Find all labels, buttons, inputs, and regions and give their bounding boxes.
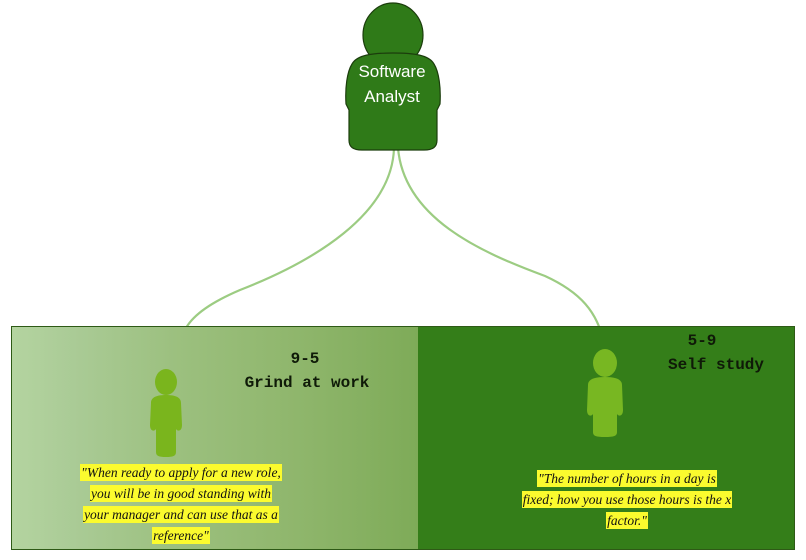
connector-to-grind bbox=[185, 147, 396, 329]
work-title-heading: Grind at work bbox=[244, 374, 370, 392]
work-quote-line: you will be in good standing with bbox=[89, 485, 272, 502]
work-quote: "When ready to apply for a new role, you… bbox=[50, 462, 312, 546]
self-study-quote-line: factor." bbox=[606, 512, 648, 529]
self-study-quote: "The number of hours in a day is fixed; … bbox=[494, 468, 760, 531]
self-study-quote-line: "The number of hours in a day is bbox=[537, 470, 717, 487]
self-study-quote-line: fixed; how you use those hours is the x bbox=[521, 491, 733, 508]
connector-to-self-study bbox=[396, 147, 604, 344]
work-quote-line: "When ready to apply for a new role, bbox=[80, 464, 282, 481]
work-time-heading: 9-5 bbox=[290, 350, 320, 368]
analyst-label-line1: Software bbox=[358, 62, 426, 81]
work-quote-line: reference" bbox=[152, 527, 210, 544]
self-study-title-heading: Self study bbox=[667, 356, 764, 374]
work-quote-line: your manager and can use that as a bbox=[83, 506, 279, 523]
self-study-time-heading: 5-9 bbox=[687, 332, 717, 350]
analyst-label-line2: Analyst bbox=[364, 87, 420, 106]
